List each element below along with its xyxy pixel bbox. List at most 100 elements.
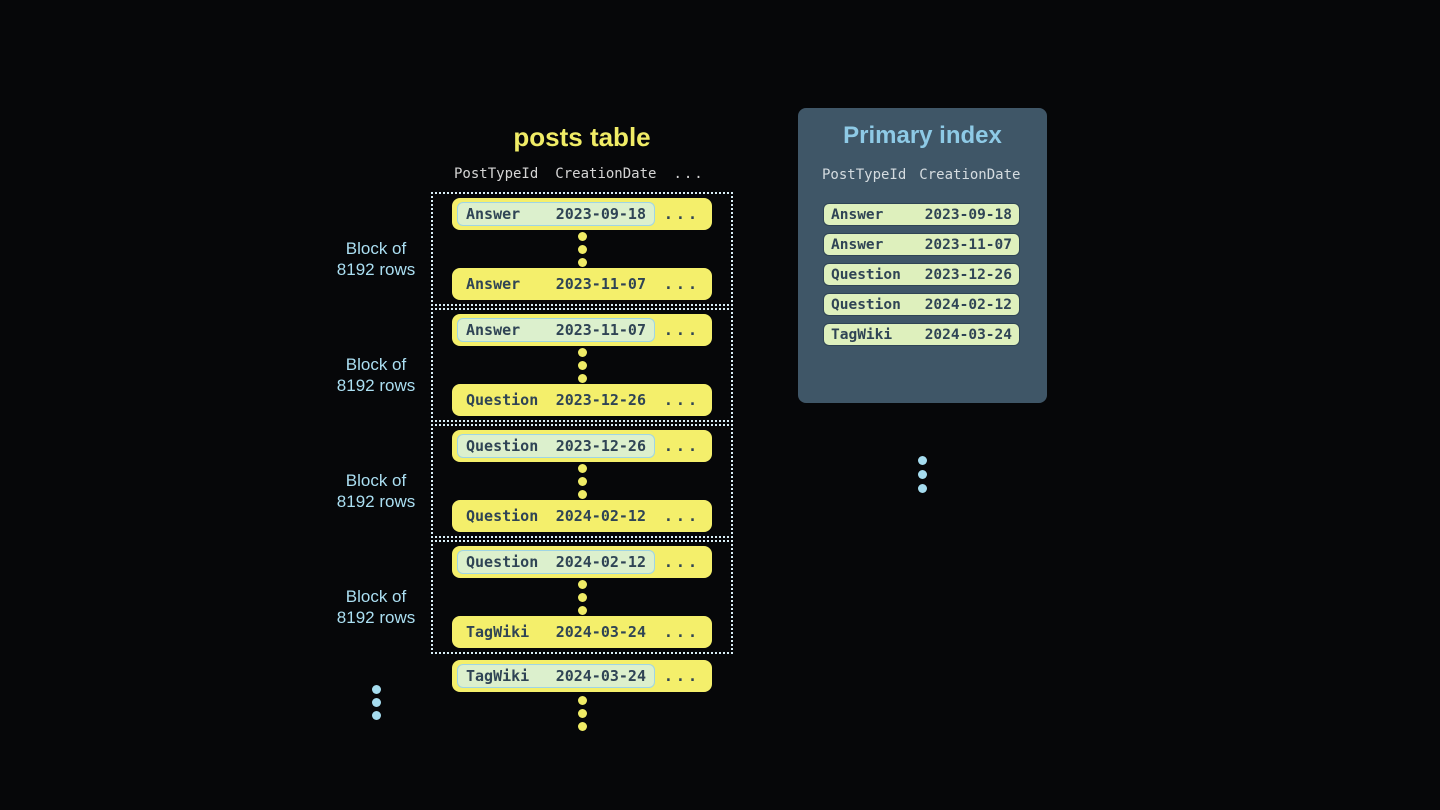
indexed-columns-highlight: Question 2023-12-26: [457, 434, 655, 458]
posts-table-column-headers: PostTypeId CreationDate ...: [452, 166, 712, 182]
row-posttypeid: Question: [466, 507, 539, 525]
entry-posttypeid: Answer: [831, 236, 884, 253]
entry-posttypeid: Question: [831, 266, 901, 283]
row-posttypeid: Question: [466, 553, 539, 571]
primary-index-title: Primary index: [843, 122, 1002, 149]
index-entry: Answer 2023-11-07: [823, 233, 1020, 256]
more-index-entries-dots: [798, 456, 1047, 493]
row-creationdate: 2023-09-18: [555, 205, 646, 223]
dot: [577, 347, 587, 357]
row-posttypeid: TagWiki: [466, 667, 530, 685]
index-entry: Question 2023-12-26: [823, 263, 1020, 286]
dot: [577, 360, 587, 370]
row-block-2: Answer 2023-11-07 ... Question 2023-12-2…: [431, 308, 733, 422]
row-block-4: Question 2024-02-12 ... TagWiki 2024-03-…: [431, 540, 733, 654]
block-label-line2: 8192 rows: [336, 376, 416, 395]
block-label-line1: Block of: [345, 587, 407, 606]
block-label-line2: 8192 rows: [336, 260, 416, 279]
row-creationdate: 2024-02-12: [555, 507, 646, 525]
block-label-2: Block of 8192 rows: [316, 354, 436, 396]
dot: [577, 257, 587, 267]
table-row: TagWiki 2024-03-24 ...: [452, 616, 712, 648]
dot: [577, 463, 587, 473]
dot: [371, 711, 381, 720]
omitted-rows-dots: [577, 578, 587, 616]
table-row: Answer 2023-11-07 ...: [452, 268, 712, 300]
block-label-line2: 8192 rows: [336, 492, 416, 511]
dot: [577, 579, 587, 589]
row-more-ellipsis: ...: [663, 437, 700, 455]
dot: [371, 698, 381, 707]
omitted-rows-dots: [577, 462, 587, 500]
dot: [918, 484, 927, 493]
row-posttypeid: Question: [466, 391, 539, 409]
omitted-rows-dots: [577, 346, 587, 384]
row-posttypeid: Answer: [466, 275, 521, 293]
table-row: Question 2024-02-12 ...: [452, 500, 712, 532]
entry-creationdate: 2024-03-24: [924, 326, 1012, 343]
dot: [577, 373, 587, 383]
entry-creationdate: 2023-11-07: [924, 236, 1012, 253]
entry-creationdate: 2023-12-26: [924, 266, 1012, 283]
primary-index-column-headers: PostTypeId CreationDate: [822, 167, 1020, 183]
dot: [577, 696, 587, 705]
row-posttypeid: Question: [466, 437, 539, 455]
posts-table-title: posts table: [513, 122, 651, 152]
entry-posttypeid: TagWiki: [831, 326, 893, 343]
block-label-4: Block of 8192 rows: [316, 586, 436, 628]
primary-index-entries: Answer 2023-09-18 Answer 2023-11-07 Ques…: [823, 203, 1020, 346]
row-more-ellipsis: ...: [663, 667, 700, 685]
entry-creationdate: 2023-09-18: [924, 206, 1012, 223]
row-creationdate: 2023-12-26: [555, 437, 646, 455]
indexed-columns: Question 2023-12-26: [457, 388, 655, 412]
block-label-line1: Block of: [345, 471, 407, 490]
column-header-creationdate: CreationDate: [555, 166, 657, 182]
row-more-ellipsis: ...: [663, 275, 700, 293]
dot: [577, 722, 587, 731]
dot: [577, 709, 587, 718]
index-entry: Answer 2023-09-18: [823, 203, 1020, 226]
row-more-ellipsis: ...: [663, 553, 700, 571]
dot: [577, 244, 587, 254]
omitted-rows-dots: [577, 230, 587, 268]
row-more-ellipsis: ...: [663, 507, 700, 525]
dot: [577, 592, 587, 602]
indexed-columns: Question 2024-02-12: [457, 504, 655, 528]
row-more-ellipsis: ...: [663, 205, 700, 223]
column-header-more-ellipsis: ...: [673, 166, 705, 182]
indexed-columns: TagWiki 2024-03-24: [457, 620, 655, 644]
row-creationdate: 2024-03-24: [555, 667, 646, 685]
table-row-next-block: TagWiki 2024-03-24 ...: [452, 660, 712, 692]
dot: [918, 470, 927, 479]
row-block-3: Question 2023-12-26 ... Question 2024-02…: [431, 424, 733, 538]
row-posttypeid: TagWiki: [466, 623, 530, 641]
dot: [577, 476, 587, 486]
row-block-1: Answer 2023-09-18 ... Answer 2023-11-07 …: [431, 192, 733, 306]
more-blocks-dots: [316, 685, 436, 720]
column-header-posttypeid: PostTypeId: [822, 167, 907, 183]
block-label-1: Block of 8192 rows: [316, 238, 436, 280]
index-entry: Question 2024-02-12: [823, 293, 1020, 316]
column-header-posttypeid: PostTypeId: [454, 166, 539, 182]
indexed-columns-highlight: Question 2024-02-12: [457, 550, 655, 574]
dot: [918, 456, 927, 465]
row-creationdate: 2023-12-26: [555, 391, 646, 409]
table-row: Answer 2023-11-07 ...: [452, 314, 712, 346]
entry-posttypeid: Answer: [831, 206, 884, 223]
dot: [577, 231, 587, 241]
row-creationdate: 2023-11-07: [555, 321, 646, 339]
indexed-columns: Answer 2023-11-07: [457, 272, 655, 296]
table-row: Question 2024-02-12 ...: [452, 546, 712, 578]
entry-posttypeid: Question: [831, 296, 901, 313]
primary-index-panel: Primary index PostTypeId CreationDate An…: [798, 108, 1047, 493]
block-label-line1: Block of: [345, 239, 407, 258]
block-label-line2: 8192 rows: [336, 608, 416, 627]
column-header-creationdate: CreationDate: [919, 167, 1021, 183]
row-creationdate: 2024-02-12: [555, 553, 646, 571]
row-more-ellipsis: ...: [663, 391, 700, 409]
row-posttypeid: Answer: [466, 205, 521, 223]
entry-creationdate: 2024-02-12: [924, 296, 1012, 313]
row-more-ellipsis: ...: [663, 623, 700, 641]
index-entry: TagWiki 2024-03-24: [823, 323, 1020, 346]
